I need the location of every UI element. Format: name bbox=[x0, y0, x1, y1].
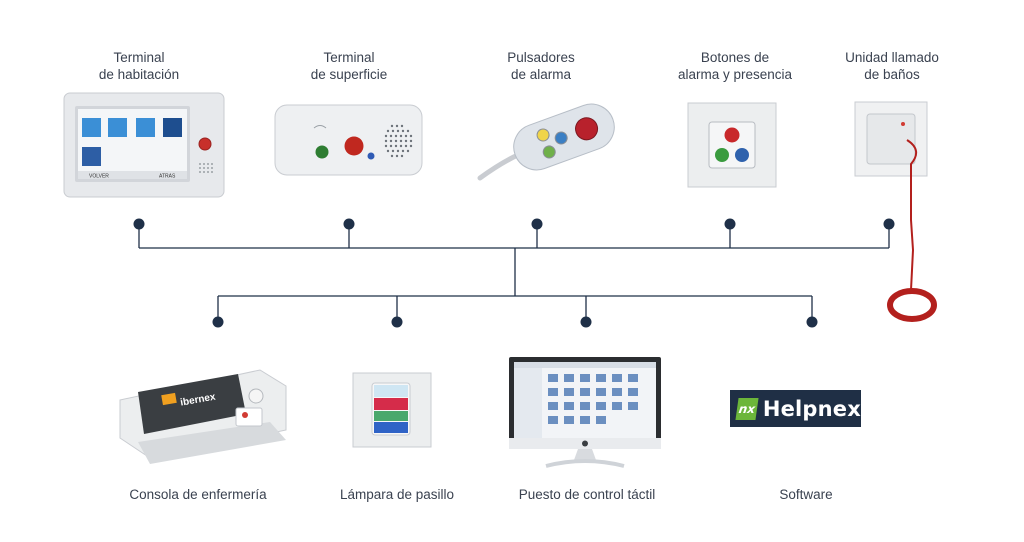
node-top-1 bbox=[133, 218, 145, 230]
volver-text: VOLVER bbox=[89, 174, 109, 180]
nurse-console-image: ibernex bbox=[119, 369, 287, 464]
label-alarm-presence-buttons: Botones de alarma y presencia bbox=[663, 49, 807, 83]
node-bottom-2 bbox=[391, 316, 403, 328]
label-corridor-lamp: Lámpara de pasillo bbox=[339, 487, 455, 502]
surface-terminal-image bbox=[274, 104, 423, 176]
bathroom-call-unit-image bbox=[854, 101, 937, 322]
node-top-3 bbox=[531, 218, 543, 230]
label-alarm-pushbuttons: Pulsadores de alarma bbox=[481, 49, 601, 83]
node-bottom-1 bbox=[212, 316, 224, 328]
label-line: alarma y presencia bbox=[677, 67, 793, 82]
label-line: Terminal bbox=[113, 50, 165, 65]
label-software: Software bbox=[779, 487, 833, 502]
atras-text: ATRAS bbox=[159, 174, 176, 180]
label-line: Terminal bbox=[323, 50, 375, 65]
label-line: de habitación bbox=[98, 67, 180, 82]
touch-control-station-image bbox=[509, 357, 661, 468]
helpnex-text: Helpnex bbox=[762, 396, 861, 421]
label-line: Pulsadores bbox=[507, 50, 575, 65]
label-room-terminal: Terminal de habitación bbox=[79, 49, 199, 83]
node-top-4 bbox=[724, 218, 736, 230]
label-line: Botones de bbox=[700, 50, 770, 65]
label-line: Unidad llamado bbox=[845, 50, 939, 65]
label-line: de baños bbox=[864, 67, 920, 82]
node-bottom-4 bbox=[806, 316, 818, 328]
node-bottom-3 bbox=[580, 316, 592, 328]
alarm-presence-buttons-image bbox=[687, 102, 777, 188]
room-terminal-image: VOLVER ATRAS bbox=[63, 92, 225, 198]
alarm-pushbutton-image bbox=[477, 103, 615, 181]
label-touch-control-station: Puesto de control táctil bbox=[518, 487, 656, 502]
helpnex-badge: nx bbox=[735, 397, 759, 420]
label-bathroom-call-unit: Unidad llamado de baños bbox=[832, 49, 952, 83]
node-top-5 bbox=[883, 218, 895, 230]
label-nurse-console: Consola de enfermería bbox=[129, 487, 267, 502]
label-surface-terminal: Terminal de superficie bbox=[289, 49, 409, 83]
corridor-lamp-image bbox=[352, 372, 432, 448]
helpnex-logo: nx Helpnex bbox=[730, 390, 861, 427]
node-top-2 bbox=[343, 218, 355, 230]
label-line: de superficie bbox=[310, 67, 388, 82]
label-line: de alarma bbox=[510, 67, 572, 82]
